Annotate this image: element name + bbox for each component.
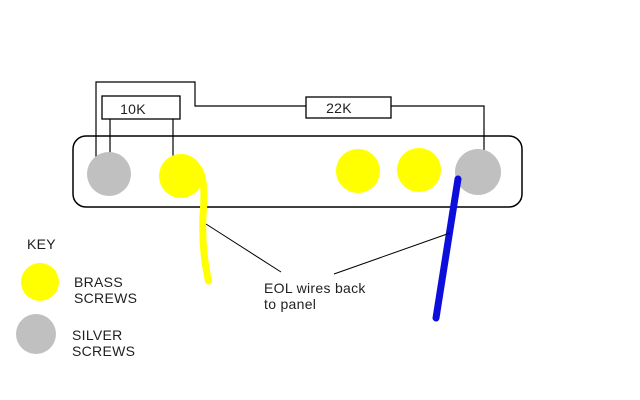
resistor-22k-box <box>305 96 392 119</box>
resistor-10k-box <box>101 95 181 120</box>
key-brass-label-line1: BRASS <box>74 274 123 290</box>
pointer-line-left <box>205 223 282 273</box>
screw-terminal-1-silver <box>87 152 131 196</box>
screw-terminal-4-brass <box>397 148 441 192</box>
resistor-10k-label: 10K <box>120 101 146 117</box>
screw-terminal-3-brass <box>336 149 380 193</box>
key-silver-label-line1: SILVER <box>72 327 123 343</box>
resistor-22k-label: 22K <box>326 100 352 116</box>
pointer-line-right <box>333 232 451 275</box>
key-brass-label-line2: SCREWS <box>74 290 137 306</box>
eol-wire-blue <box>432 175 462 322</box>
screw-terminal-2-brass <box>159 154 203 198</box>
eol-wire-yellow <box>195 165 212 285</box>
eol-annotation-line2: to panel <box>264 296 316 312</box>
resistor-22k-lead-right <box>391 105 485 158</box>
eol-annotation-line1: EOL wires back <box>264 280 366 296</box>
screw-terminal-5-silver <box>455 149 501 195</box>
key-brass-swatch <box>21 263 59 301</box>
bus-wire-left-to-22k <box>95 81 306 160</box>
key-heading: KEY <box>27 236 56 252</box>
key-silver-swatch <box>16 314 56 354</box>
key-silver-label-line2: SCREWS <box>72 343 135 359</box>
